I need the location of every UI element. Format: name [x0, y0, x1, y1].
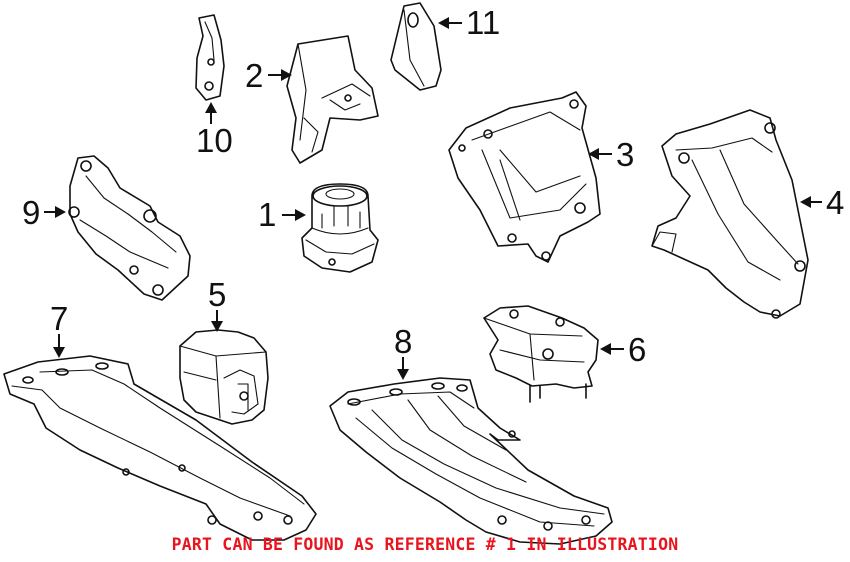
callout-9-label: 9: [22, 194, 40, 231]
part-4-bracket: [651, 109, 809, 319]
callout-5: 5: [208, 276, 226, 332]
callout-1: 1: [258, 196, 306, 233]
callout-8: 8: [394, 323, 412, 380]
part-9-bracket: [68, 155, 191, 301]
callout-7-label: 7: [50, 300, 68, 337]
callout-11: 11: [438, 4, 500, 41]
part-7-crossmember: [3, 355, 317, 541]
callout-7: 7: [50, 300, 68, 358]
part-3-bracket: [448, 91, 601, 263]
callout-3-label: 3: [616, 136, 634, 173]
part-1-engine-mount: [301, 183, 379, 273]
callout-4-label: 4: [826, 184, 844, 221]
callout-11-label: 11: [466, 4, 500, 41]
callout-1-label: 1: [258, 196, 276, 233]
reference-note: PART CAN BE FOUND AS REFERENCE # 1 IN IL…: [171, 535, 679, 554]
part-5-mount: [179, 329, 269, 425]
callout-2: 2: [245, 57, 292, 94]
part-6-mount: [483, 305, 599, 403]
callout-2-label: 2: [245, 57, 263, 94]
callout-4: 4: [800, 184, 844, 221]
callout-6: 6: [600, 331, 646, 368]
callout-6-label: 6: [628, 331, 646, 368]
callout-9: 9: [22, 194, 66, 231]
callout-10-label: 10: [196, 122, 233, 159]
callout-8-label: 8: [394, 323, 412, 360]
callout-3: 3: [588, 136, 634, 173]
part-10-bracket: [195, 14, 225, 101]
part-2-bracket: [286, 35, 379, 164]
callout-10: 10: [196, 102, 233, 159]
callout-5-label: 5: [208, 276, 226, 313]
part-8-crossmember: [329, 377, 613, 545]
part-11-bracket: [390, 2, 442, 91]
